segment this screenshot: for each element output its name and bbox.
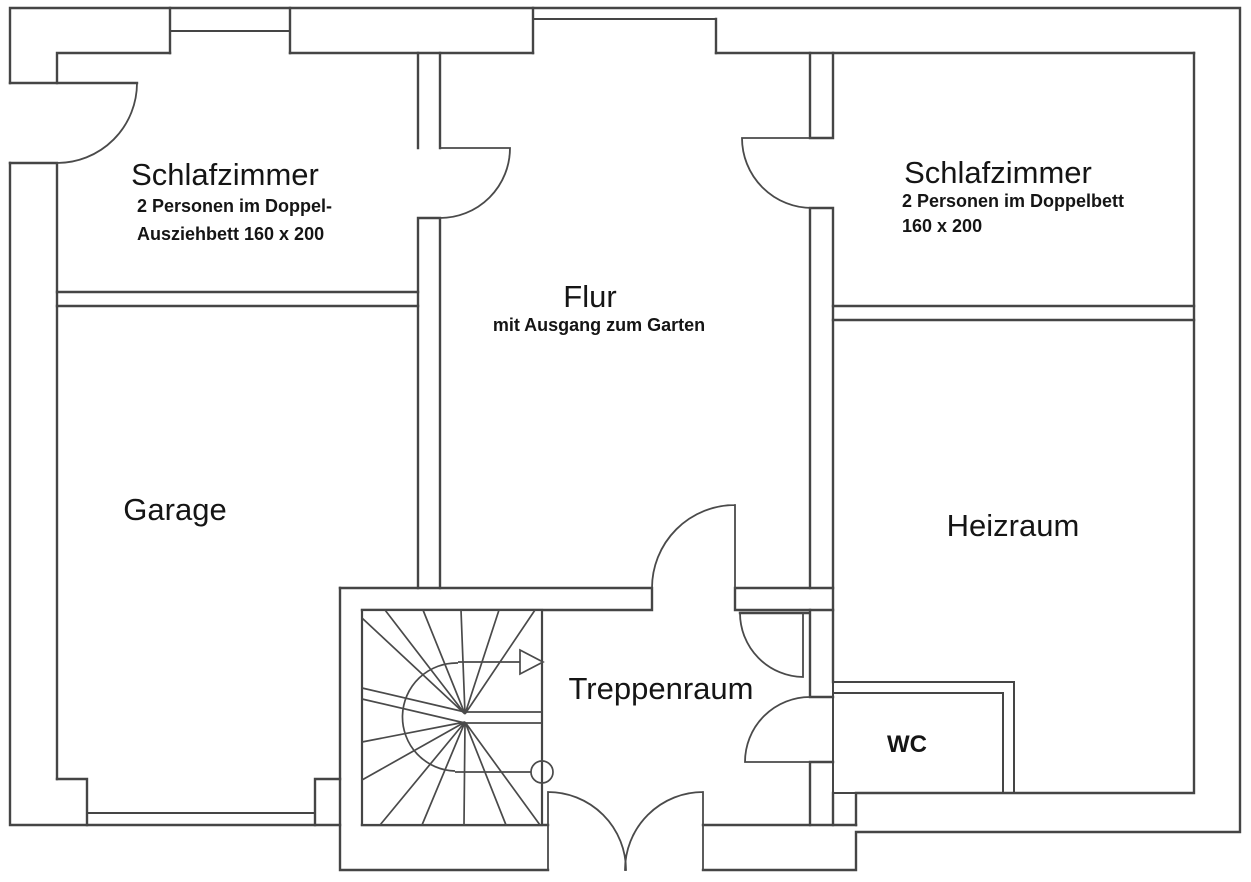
walls bbox=[8, 6, 1242, 872]
wall-outer-top-right bbox=[8, 6, 1242, 872]
label-bedroom-right-line2: 2 Personen im Doppelbett bbox=[902, 191, 1124, 211]
wall-outer-bottom-stairwell bbox=[338, 586, 550, 872]
wall-right-inner bbox=[854, 51, 1196, 827]
staircase bbox=[360, 608, 554, 827]
door-wc bbox=[744, 696, 811, 763]
door-hallway-stairwell bbox=[651, 504, 736, 589]
openings bbox=[86, 18, 717, 814]
label-wc-title: WC bbox=[887, 731, 927, 758]
door-bedroom-left-hallway bbox=[439, 147, 511, 219]
wall-middle-right bbox=[808, 51, 835, 684]
stair-walk-line bbox=[401, 662, 459, 772]
divider-bedroom-boiler bbox=[831, 304, 1196, 322]
doors bbox=[56, 82, 813, 871]
label-garage-title: Garage bbox=[123, 492, 226, 527]
wall-garage-bottom bbox=[55, 777, 342, 827]
wall-hallway-bottom bbox=[338, 586, 835, 612]
wall-left-inner bbox=[8, 161, 59, 781]
wc-walls bbox=[832, 681, 1015, 794]
room-labels: Schlafzimmer 2 Personen im Doppel- Auszi… bbox=[123, 155, 1124, 758]
wall-middle-left bbox=[416, 51, 442, 590]
garden-exit-caps bbox=[531, 6, 718, 55]
stair-start-marker-icon bbox=[530, 760, 554, 784]
wc-enclosure bbox=[832, 681, 1015, 794]
label-bedroom-left-title: Schlafzimmer bbox=[131, 157, 319, 192]
wall-stairwell-right bbox=[738, 608, 835, 827]
divider-bedroom-garage bbox=[55, 290, 420, 308]
label-hallway-line2: mit Ausgang zum Garten bbox=[493, 315, 705, 335]
wall-outer-left-bottom bbox=[8, 161, 342, 827]
label-bedroom-left-line2: 2 Personen im Doppel- bbox=[137, 196, 332, 216]
door-stairwell-vestibule bbox=[739, 612, 804, 678]
label-bedroom-right-title: Schlafzimmer bbox=[904, 155, 1092, 190]
stair-flight-separator bbox=[361, 687, 542, 724]
door-bedroom-right-hallway bbox=[741, 137, 813, 209]
wall-top-inner-edges bbox=[55, 51, 1196, 85]
label-stairwell-title: Treppenraum bbox=[569, 671, 754, 706]
label-bedroom-left-line3: Ausziehbett 160 x 200 bbox=[137, 224, 324, 244]
entry-door-left-leaf bbox=[547, 791, 627, 871]
label-boiler-room-title: Heizraum bbox=[947, 508, 1080, 543]
label-hallway-title: Flur bbox=[563, 279, 616, 314]
entry-door-right-leaf bbox=[624, 791, 704, 871]
door-bedroom-left-exterior bbox=[56, 82, 138, 164]
stair-direction-arrow-icon bbox=[519, 648, 545, 676]
label-bedroom-right-line3: 160 x 200 bbox=[902, 216, 982, 236]
